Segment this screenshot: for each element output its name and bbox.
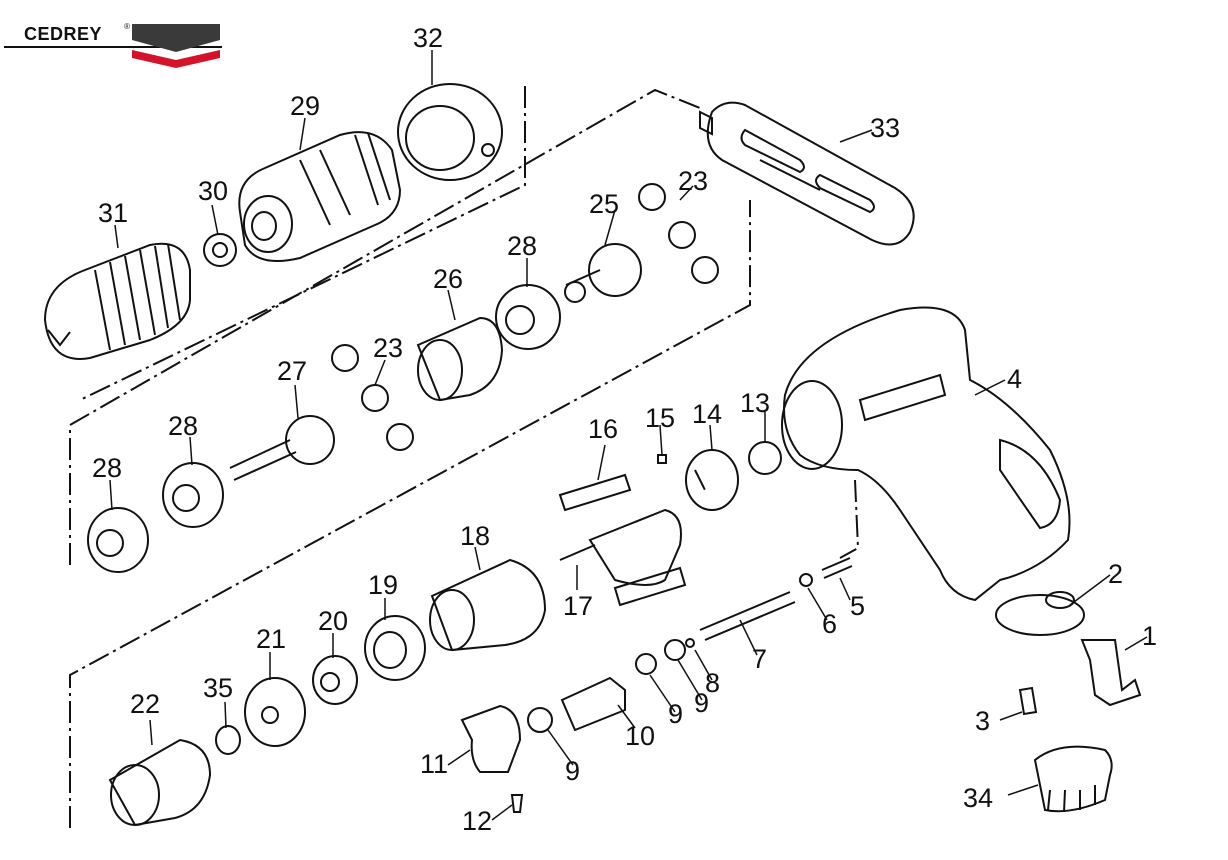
part-33-side-handle: [699, 101, 915, 246]
part-18-cylinder: [429, 558, 547, 652]
part-35-pinion: [215, 725, 241, 755]
label-12: 12: [462, 806, 492, 836]
label-6: 6: [822, 609, 837, 639]
brand-logo: CEDREY ®: [4, 22, 222, 72]
part-1-air-inlet: [1080, 639, 1142, 707]
label-2: 2: [1108, 559, 1123, 589]
label-34: 34: [963, 783, 993, 813]
leader-lines: [109, 50, 1148, 821]
label-32: 32: [413, 23, 443, 53]
part-20-bearing: [312, 655, 358, 705]
part-27-planet-carrier: [229, 415, 335, 481]
label-9-c: 9: [565, 756, 580, 786]
label-23-upper: 23: [678, 166, 708, 196]
part-22-ring-gear: [108, 738, 212, 827]
part-7-valve-stem: [699, 591, 796, 641]
label-1: 1: [1142, 621, 1157, 651]
brand-registered-mark: ®: [124, 22, 130, 31]
part-6-o-ring: [799, 573, 813, 587]
label-17: 17: [563, 591, 593, 621]
part-30-washer: [203, 233, 237, 267]
label-23-lower: 23: [373, 333, 403, 363]
part-21-plate: [244, 677, 306, 747]
part-12-screw: [510, 794, 524, 813]
part-13-bearing: [748, 441, 782, 475]
brand-emblem: [132, 24, 220, 68]
label-31: 31: [98, 198, 128, 228]
part-15-pin: [657, 454, 667, 464]
part-25-planet-carrier: [564, 243, 642, 303]
section-frame-lines: [69, 86, 860, 828]
label-13: 13: [740, 388, 770, 418]
part-10-valve-bushing: [560, 676, 626, 732]
label-21: 21: [256, 624, 286, 654]
brand-rule: [4, 46, 222, 48]
brand-name: CEDREY: [24, 24, 103, 44]
label-33: 33: [870, 113, 900, 143]
part-11-trigger: [460, 704, 522, 773]
part-19-front-plate: [364, 615, 426, 681]
label-8: 8: [705, 668, 720, 698]
label-9-b: 9: [668, 699, 683, 729]
label-25: 25: [589, 189, 619, 219]
part-28-bearings-lower: [87, 462, 224, 573]
part-5-spring: [821, 557, 853, 579]
label-14: 14: [692, 399, 722, 429]
part-23-planet-gears-upper: [638, 183, 719, 284]
part-4-housing: [781, 306, 1071, 602]
label-11: 11: [420, 749, 448, 779]
part-8-o-ring: [685, 638, 695, 648]
label-19: 19: [368, 570, 398, 600]
part-26-ring-gear: [416, 316, 504, 402]
label-7: 7: [752, 644, 767, 674]
part-32-lock-ring: [397, 83, 503, 181]
label-27: 27: [277, 356, 307, 386]
label-28-middle: 28: [168, 411, 198, 441]
label-4: 4: [1007, 364, 1022, 394]
label-9-a: 9: [694, 688, 709, 718]
label-20: 20: [318, 606, 348, 636]
label-10: 10: [625, 721, 655, 751]
part-2-exhaust-cover: [995, 591, 1085, 636]
part-29-nose-housing: [238, 131, 402, 262]
label-28-lower: 28: [92, 453, 122, 483]
part-labels: 32 29 30 31 33 23 25 28 26 23 27 28 28 4…: [92, 23, 1157, 836]
label-5: 5: [850, 591, 865, 621]
label-29: 29: [290, 91, 320, 121]
label-26: 26: [433, 264, 463, 294]
part-16-vanes: [558, 473, 687, 607]
label-35: 35: [203, 673, 233, 703]
part-3-screw: [1018, 686, 1038, 716]
part-34-muffler: [1033, 745, 1113, 813]
label-30: 30: [198, 176, 228, 206]
label-18: 18: [460, 521, 490, 551]
label-15: 15: [645, 403, 675, 433]
label-28-upper: 28: [507, 231, 537, 261]
part-31-drill-chuck: [43, 242, 191, 360]
label-3: 3: [975, 706, 990, 736]
label-22: 22: [130, 689, 160, 719]
label-16: 16: [588, 414, 618, 444]
part-14-rear-plate: [685, 449, 739, 511]
part-9-o-rings: [527, 639, 686, 733]
part-28-bearing-upper: [495, 284, 561, 350]
